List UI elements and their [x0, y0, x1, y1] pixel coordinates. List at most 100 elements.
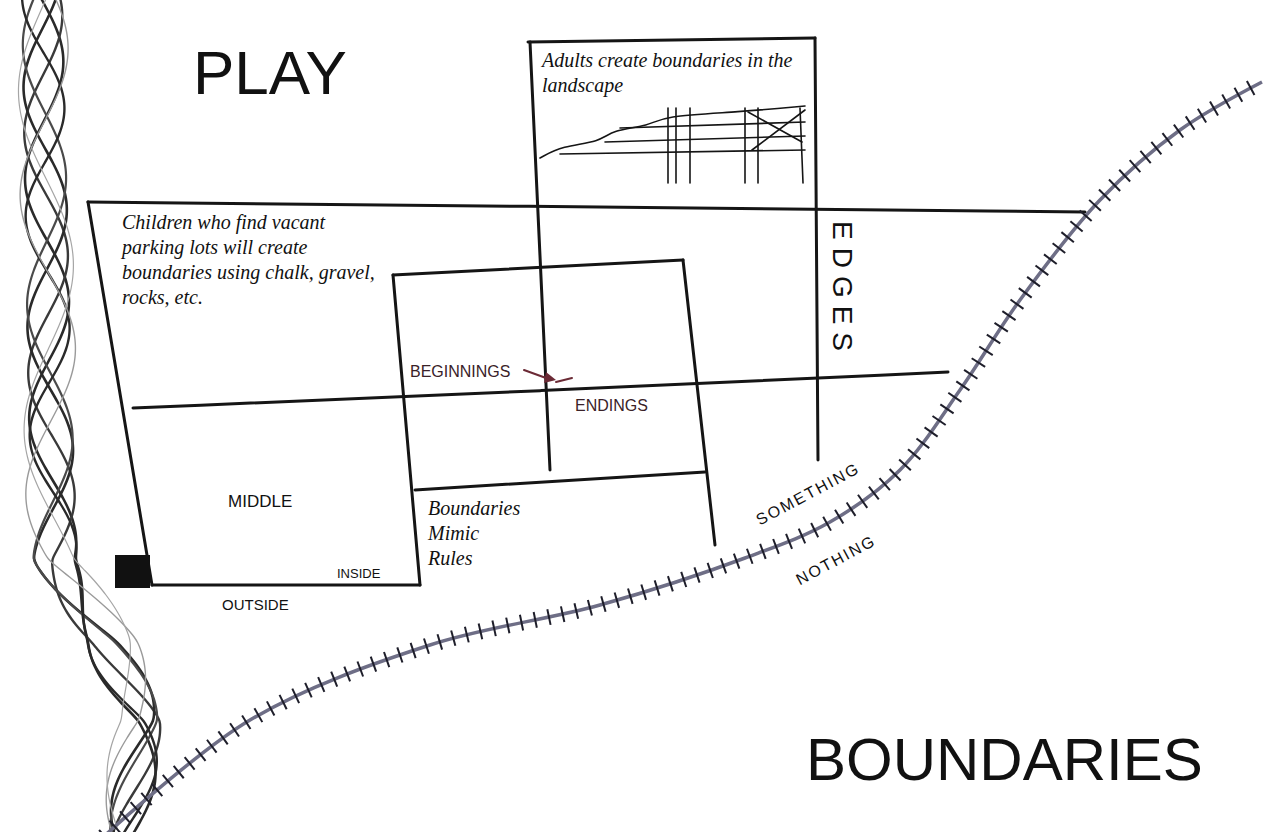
- railway-tie: [574, 603, 578, 619]
- railway-tie: [916, 438, 929, 448]
- note-text: Boundaries Mimic Rules: [428, 496, 520, 571]
- note-text: Adults create boundaries in the landscap…: [542, 48, 807, 98]
- railway-tie: [254, 708, 262, 722]
- railway-tie: [561, 606, 564, 622]
- railway-tie: [1151, 142, 1161, 154]
- railway-tie: [1130, 160, 1141, 172]
- railway-tie: [1099, 190, 1110, 201]
- railway-tie: [451, 630, 455, 645]
- railway-tie: [979, 346, 992, 355]
- railway-tie: [948, 393, 961, 402]
- railway-tie: [972, 358, 985, 367]
- railway-tie: [694, 567, 699, 582]
- railway-tie: [196, 748, 206, 761]
- railway-tie: [588, 600, 592, 615]
- railway-tie: [1222, 95, 1230, 109]
- railway-tie: [1235, 88, 1243, 102]
- railway-tie: [601, 596, 605, 611]
- railway-tie: [318, 677, 324, 692]
- railway-tie: [479, 624, 483, 640]
- stream-strand: [25, 0, 156, 832]
- railway-tie: [357, 662, 363, 677]
- railway-tie: [384, 652, 389, 667]
- railway-tie: [1247, 81, 1255, 95]
- corner-block: [115, 555, 150, 588]
- railway-tie: [956, 381, 969, 390]
- railway-tie: [230, 723, 239, 736]
- railway-tie: [932, 416, 945, 425]
- inner-box-edge: [393, 260, 683, 275]
- railway-tie: [1010, 300, 1023, 309]
- railway-tie: [174, 766, 184, 778]
- railway-tie: [747, 549, 753, 564]
- railway-tie: [1027, 277, 1040, 287]
- railway-tie: [492, 621, 495, 637]
- outer-edge: [88, 202, 152, 585]
- railway-tie: [163, 775, 173, 787]
- region-word: INSIDE: [337, 566, 380, 582]
- railway-tie: [811, 523, 818, 537]
- landscape-box-edge: [528, 38, 815, 42]
- railway-tie: [1044, 254, 1057, 264]
- railway-tie: [305, 683, 312, 698]
- railway-tie: [641, 585, 646, 600]
- railway-tie: [371, 657, 376, 672]
- railway-tie: [835, 510, 843, 524]
- railway-tie: [1210, 102, 1218, 116]
- landscape-line: [748, 112, 802, 142]
- railway-tie: [1089, 200, 1101, 211]
- railway-tie: [1080, 210, 1092, 221]
- railway-tie: [615, 593, 619, 608]
- landscape-line: [752, 110, 805, 150]
- turn-mark: [556, 378, 572, 382]
- landscape-line: [540, 106, 805, 158]
- railway-tie: [110, 821, 121, 832]
- railway-tie: [120, 811, 131, 823]
- railway-tie: [964, 370, 977, 379]
- railway-tie: [280, 695, 287, 709]
- railway-tie: [1140, 151, 1150, 163]
- railway-tie: [218, 731, 227, 744]
- railway-tie: [1019, 288, 1032, 297]
- railway-tie: [207, 740, 217, 753]
- landscape-line: [744, 108, 746, 183]
- railway-tie: [1109, 180, 1120, 191]
- railway-tie: [708, 563, 713, 578]
- railway-tie: [786, 534, 792, 549]
- railway-tie: [506, 618, 509, 634]
- railway-tie: [1198, 109, 1206, 123]
- railway-tie: [1002, 311, 1015, 320]
- inner-box-edge: [683, 260, 715, 545]
- long-boundary: [88, 202, 1085, 212]
- railway-tie: [734, 554, 740, 569]
- railway-tie: [344, 667, 350, 682]
- railway-tie: [908, 449, 920, 459]
- railway-tie: [1186, 116, 1195, 129]
- railway-tie: [397, 647, 402, 662]
- railway-tie: [99, 830, 110, 832]
- landscape-line: [667, 108, 669, 183]
- side-word: SOMETHING: [753, 459, 863, 530]
- railway-tie: [773, 539, 779, 554]
- stream-strand: [24, 0, 160, 832]
- railway-tie: [1174, 125, 1183, 138]
- railway-tie: [823, 517, 831, 531]
- railway-tie: [847, 502, 856, 515]
- turn-mark: [524, 370, 546, 378]
- landscape-line: [689, 108, 691, 183]
- region-word: BEGINNINGS: [410, 362, 510, 381]
- railway-tie: [547, 609, 550, 625]
- note-text: Children who find vacant parking lots wi…: [122, 210, 387, 310]
- landscape-line: [620, 122, 805, 128]
- railway-tie: [292, 689, 299, 703]
- railway-tie: [152, 784, 162, 796]
- railway-tie: [890, 469, 901, 481]
- railway-tie: [869, 487, 879, 500]
- railway-tie: [331, 672, 337, 687]
- railway-tie: [1119, 170, 1130, 182]
- railway-tie: [141, 793, 151, 805]
- railway-tie: [424, 639, 429, 654]
- railway-tie: [681, 572, 686, 587]
- turn-mark: [544, 372, 556, 383]
